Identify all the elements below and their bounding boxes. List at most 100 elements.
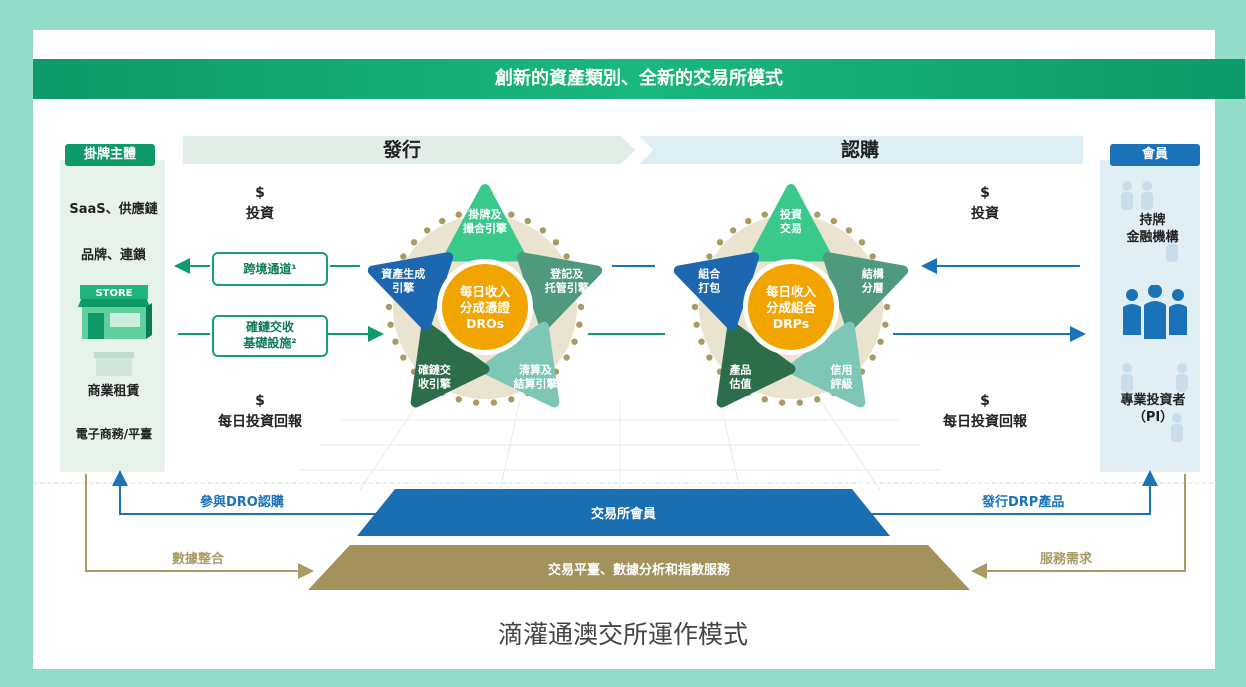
dro-petal-label-0: 掛牌及: [469, 207, 503, 221]
dro-petal-label-0: 撮合引擎: [463, 221, 507, 235]
shop-icon: [94, 352, 134, 376]
dro-petal-label-4: 引擎: [392, 280, 414, 294]
dro-star: 掛牌及撮合引擎登記及托管引擎清算及結算引擎確鏈交收引擎資產生成引擎每日收入分成憑…: [367, 184, 603, 408]
left-column-header: 掛牌主體: [65, 144, 155, 166]
dro-center-label: DROs: [466, 316, 504, 331]
dro-petal-1: [516, 252, 603, 331]
dro-gear-tooth: [400, 354, 407, 361]
right-invest-label: 投資: [971, 206, 999, 222]
figure-caption: 滴灌通澳交所運作模式: [497, 620, 748, 649]
section-subscribe: 認購: [840, 139, 879, 161]
drp-gear-tooth: [729, 227, 737, 234]
drp-gear-tooth: [716, 239, 724, 246]
dro-gear-tooth: [524, 217, 531, 225]
right-item-pi: 專業投資者 （PI）: [1120, 393, 1186, 425]
dro-gear-tooth: [387, 321, 394, 328]
drp-petal-label-1: 結構: [862, 266, 884, 280]
drp-gear-tooth: [845, 227, 853, 234]
drp-gear-tooth: [869, 354, 876, 361]
left-item-ecommerce: 電子商務/平臺: [75, 427, 153, 441]
drp-center-label: 每日收入: [766, 284, 817, 299]
drp-petal-label-2: 信用: [831, 363, 853, 377]
drp-gear-tooth: [869, 253, 876, 260]
drp-gear-tooth: [814, 211, 821, 218]
drp-petal-0: [749, 184, 833, 262]
dro-gear-tooth: [577, 303, 585, 311]
drp-gear-tooth: [877, 338, 884, 345]
dro-gear-tooth: [472, 399, 480, 406]
dro-petal-label-3: 確鏈交: [418, 363, 451, 377]
drp-petal-label-4: 組合: [698, 266, 721, 280]
dro-gear-tooth: [508, 211, 515, 218]
dro-gear-tooth: [423, 227, 431, 234]
store-icon: STORE: [78, 285, 152, 339]
drp-gear-tooth: [693, 321, 700, 328]
gold-loop-right: [971, 474, 1186, 579]
dro-gear-tooth: [385, 303, 393, 311]
drp-gear-tooth: [761, 211, 768, 218]
dro-gear-tooth: [410, 239, 418, 246]
left-item-saas: SaaS、供應鏈: [69, 202, 158, 217]
drp-gear-tooth: [706, 354, 713, 361]
member-band-label: 交易所會員: [590, 507, 656, 522]
drp-petal-label-1: 分層: [862, 280, 884, 294]
left-item-brand: 品牌、連鎖: [80, 248, 146, 263]
drp-gear-tooth: [830, 217, 837, 225]
dro-gear-tooth: [508, 396, 515, 403]
dro-gear-tooth: [576, 321, 583, 328]
drp-gear-tooth: [883, 303, 891, 311]
platform-band: [308, 545, 970, 590]
drp-petal-label-3: 估值: [728, 377, 751, 391]
drp-gear-tooth: [761, 396, 768, 403]
people-group-icon: [1123, 285, 1187, 339]
drp-petal-2: [786, 321, 866, 408]
dro-gear-tooth: [490, 399, 498, 406]
dro-gear-tooth: [571, 338, 578, 345]
dro-petal-4: [367, 252, 454, 331]
drp-petal-label-0: 交易: [780, 221, 802, 235]
platform-band-label: 交易平臺、數據分析和指數服務: [547, 563, 730, 578]
drp-gear-tooth: [778, 399, 786, 406]
left-return-symbol: $: [255, 393, 265, 409]
drp-center-label: 分成組合: [766, 300, 817, 315]
drp-petal-1: [822, 252, 909, 331]
dro-petal-label-4: 資產生成: [381, 266, 425, 280]
drp-star: 投資交易結構分層信用評級產品估值組合打包每日收入分成組合DRPs: [673, 184, 909, 408]
right-invest-symbol: $: [980, 185, 990, 201]
dro-petal-label-3: 收引擎: [418, 377, 451, 391]
drp-gear-tooth: [796, 399, 804, 406]
gold-loop-left: [85, 474, 314, 579]
member-band: [357, 489, 890, 536]
drp-petal-label-0: 投資: [780, 207, 802, 221]
drp-petal-3: [716, 321, 796, 408]
drp-gear-tooth: [698, 338, 705, 345]
dro-petal-0: [443, 184, 527, 262]
dro-gear-tooth: [455, 211, 462, 218]
dro-gear-tooth: [439, 217, 446, 225]
drp-gear-tooth: [706, 253, 713, 260]
cross-border-channel-box: 跨境通道¹: [212, 252, 328, 286]
dro-gear-tooth: [563, 354, 570, 361]
dro-petal-label-1: 登記及: [549, 266, 584, 280]
grid-floor: [300, 399, 940, 491]
drp-gear-tooth: [882, 321, 889, 328]
people-background-icons: [1121, 181, 1188, 442]
label-drp-issue: 發行DRP產品: [982, 495, 1065, 510]
dro-center: [442, 264, 528, 350]
dro-center-label: 分成憑證: [460, 300, 511, 315]
right-item-licensed: 持牌 金融機構: [1126, 213, 1179, 245]
dro-gear-tooth: [552, 239, 560, 246]
drp-gear-tooth: [691, 303, 699, 311]
drp-gear-tooth: [745, 217, 752, 225]
dro-gear-tooth: [455, 396, 462, 403]
subscribe-chevron: [639, 136, 1083, 164]
dro-gear-tooth: [400, 253, 407, 260]
dro-petal-2: [480, 321, 560, 408]
section-chevrons: [183, 136, 1083, 164]
section-issue: 發行: [382, 139, 421, 161]
drp-petal-label-3: 產品: [728, 363, 751, 377]
blue-loop-left: [112, 470, 410, 515]
right-return-symbol: $: [980, 393, 990, 409]
box2-line1: 確鏈交收: [245, 320, 294, 334]
